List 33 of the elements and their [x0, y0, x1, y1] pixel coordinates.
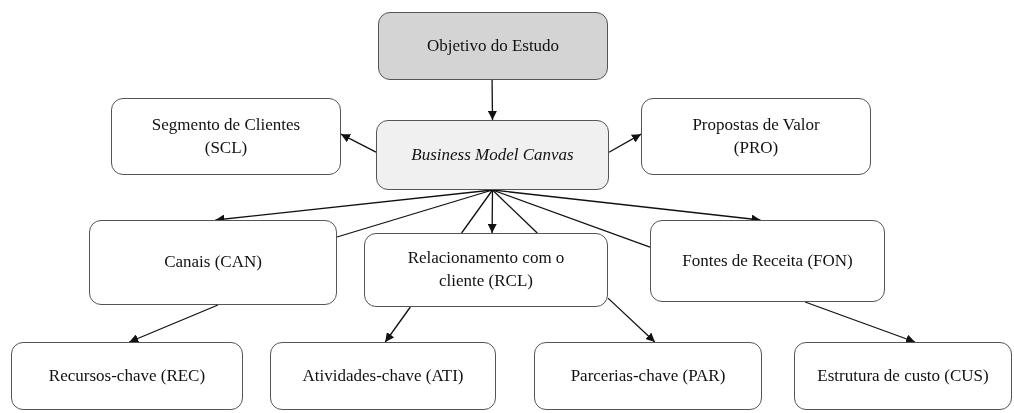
- box-label: Objetivo do Estudo: [426, 34, 560, 57]
- process-box: [89, 220, 337, 305]
- process-box: [378, 12, 608, 80]
- box-label: Parcerias-chave (PAR): [570, 364, 726, 387]
- process-box: [794, 342, 1012, 410]
- process-box: [650, 220, 885, 302]
- box-label: Relacionamento com o cliente (RCL): [406, 247, 566, 292]
- box-label: Propostas de Valor (PRO): [691, 113, 821, 159]
- connector-line: [336, 189, 494, 238]
- box-label: Estrutura de custo (CUS): [817, 364, 989, 387]
- process-box: [641, 98, 871, 175]
- arrow: [804, 301, 916, 344]
- process-box: [376, 120, 609, 190]
- box-label: Fontes de Receita (FON): [682, 249, 853, 272]
- box-label: Recursos-chave (REC): [48, 364, 206, 387]
- arrow: [384, 306, 411, 343]
- box-label: Business Model Canvas: [411, 143, 574, 166]
- process-box: [534, 342, 762, 410]
- process-box: [111, 98, 341, 175]
- box-label: Segmento de Clientes (SCL): [150, 113, 302, 159]
- process-box: [11, 342, 243, 410]
- box-label: Canais (CAN): [164, 251, 262, 274]
- arrow: [340, 133, 377, 153]
- arrow: [128, 304, 219, 343]
- arrow: [608, 133, 642, 153]
- process-box: [364, 233, 608, 307]
- arrow: [607, 297, 656, 343]
- arrow: [487, 189, 497, 234]
- connector-line: [460, 189, 494, 234]
- process-box: [270, 342, 496, 410]
- connector-line: [491, 189, 538, 234]
- box-label: Atividades-chave (ATI): [302, 364, 464, 387]
- arrow: [487, 79, 497, 121]
